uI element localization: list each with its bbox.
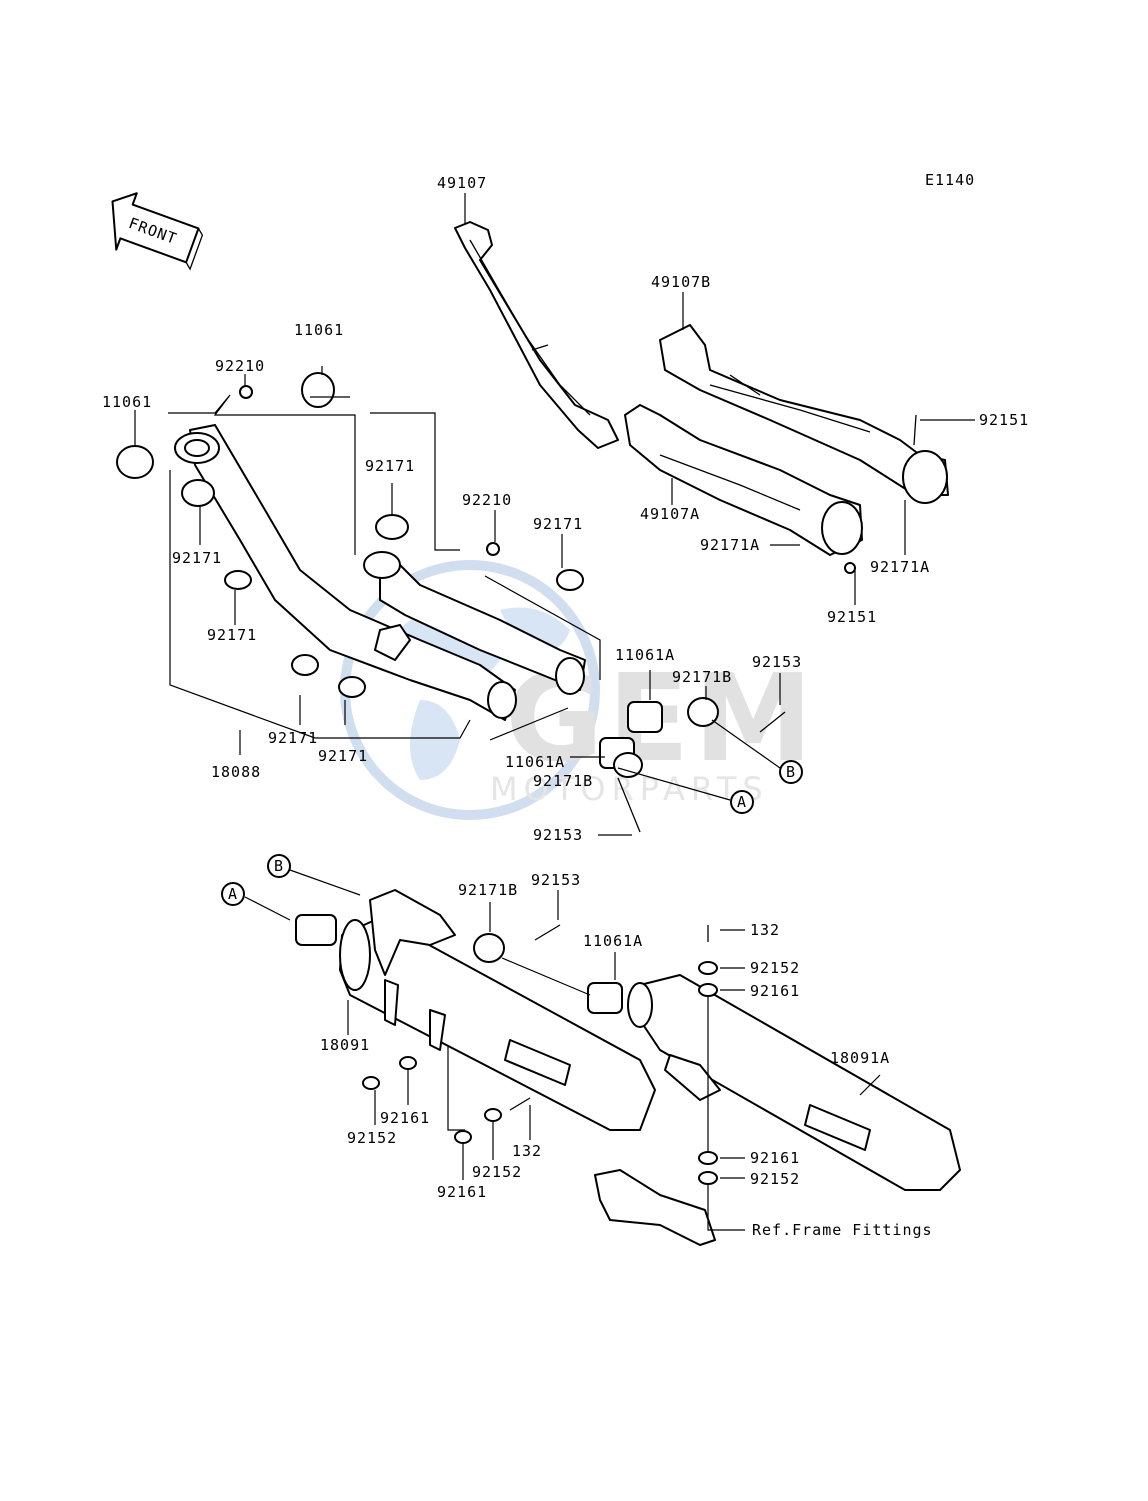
leader-lines — [134, 193, 975, 1231]
nuts-92210 — [239, 385, 500, 556]
label-92171b-a: 92171B — [672, 668, 732, 686]
svg-text:B: B — [786, 763, 796, 781]
part-labels: 49107 49107B 92151 49107A 92171A 92171A … — [102, 174, 1029, 1239]
label-49107: 49107 — [437, 174, 487, 192]
svg-text:A: A — [737, 793, 747, 811]
gasket-ring — [301, 372, 335, 408]
label-92152-d: 92152 — [750, 1170, 800, 1188]
clamps-92171 — [181, 479, 719, 778]
label-92171b-b: 92171B — [533, 772, 593, 790]
label-11061-a: 11061 — [294, 321, 344, 339]
gasket-rings — [116, 372, 335, 479]
label-92171a-a: 92171A — [700, 536, 760, 554]
label-49107a: 49107A — [640, 505, 700, 523]
front-arrow-icon: FRONT — [111, 192, 204, 271]
label-92210-b: 92210 — [462, 491, 512, 509]
muffler-18091 — [295, 889, 656, 1131]
gasket-ring — [116, 445, 154, 479]
bolts-middle — [617, 414, 917, 833]
label-11061-b: 11061 — [102, 393, 152, 411]
label-92171-f: 92171 — [318, 747, 368, 765]
heat-shield-49107a — [624, 404, 863, 556]
label-92171-a: 92171 — [365, 457, 415, 475]
label-92161-a: 92161 — [750, 982, 800, 1000]
washers-bottom — [362, 961, 718, 1185]
label-132-b: 132 — [512, 1142, 542, 1160]
frame-bracket — [594, 1169, 716, 1246]
label-92171-e: 92171 — [268, 729, 318, 747]
muffler-18091a — [627, 974, 961, 1191]
svg-text:A: A — [228, 885, 238, 903]
sleeve-clamp-bottom — [473, 924, 709, 1111]
label-18088: 18088 — [211, 763, 261, 781]
label-11061a-b: 11061A — [505, 753, 565, 771]
diagram-code: E1140 — [925, 171, 975, 189]
label-92171-b: 92171 — [533, 515, 583, 533]
label-49107b: 49107B — [651, 273, 711, 291]
label-92210-a: 92210 — [215, 357, 265, 375]
label-92152-a: 92152 — [750, 959, 800, 977]
label-132-a: 132 — [750, 921, 780, 939]
label-92152-c: 92152 — [472, 1163, 522, 1181]
label-92171a-b: 92171A — [870, 558, 930, 576]
label-92161-c: 92161 — [437, 1183, 487, 1201]
label-92171b-c: 92171B — [458, 881, 518, 899]
label-ref-frame-fittings: Ref.Frame Fittings — [752, 1221, 933, 1239]
label-92153-b: 92153 — [533, 826, 583, 844]
heat-shield-49107b — [659, 324, 949, 504]
label-92151-a: 92151 — [979, 411, 1029, 429]
label-92152-b: 92152 — [347, 1129, 397, 1147]
label-18091a: 18091A — [830, 1049, 890, 1067]
label-92161-d: 92161 — [750, 1149, 800, 1167]
exhaust-pipe-18088 — [174, 424, 586, 721]
label-18091: 18091 — [320, 1036, 370, 1054]
label-92153-c: 92153 — [531, 871, 581, 889]
label-92171-d: 92171 — [207, 626, 257, 644]
ref-circle-b-middle: B — [779, 760, 803, 784]
label-11061a-a: 11061A — [615, 646, 675, 664]
heat-shield-49107 — [454, 221, 619, 449]
label-92171-c: 92171 — [172, 549, 222, 567]
label-92153-a: 92153 — [752, 653, 802, 671]
ref-circle-b-bottom: B — [267, 854, 291, 878]
label-92161-b: 92161 — [380, 1109, 430, 1127]
svg-text:B: B — [274, 857, 284, 875]
ref-circle-a-middle: A — [730, 790, 754, 814]
ref-circle-a-bottom: A — [221, 882, 245, 906]
label-92151-b: 92151 — [827, 608, 877, 626]
label-11061a-c: 11061A — [583, 932, 643, 950]
